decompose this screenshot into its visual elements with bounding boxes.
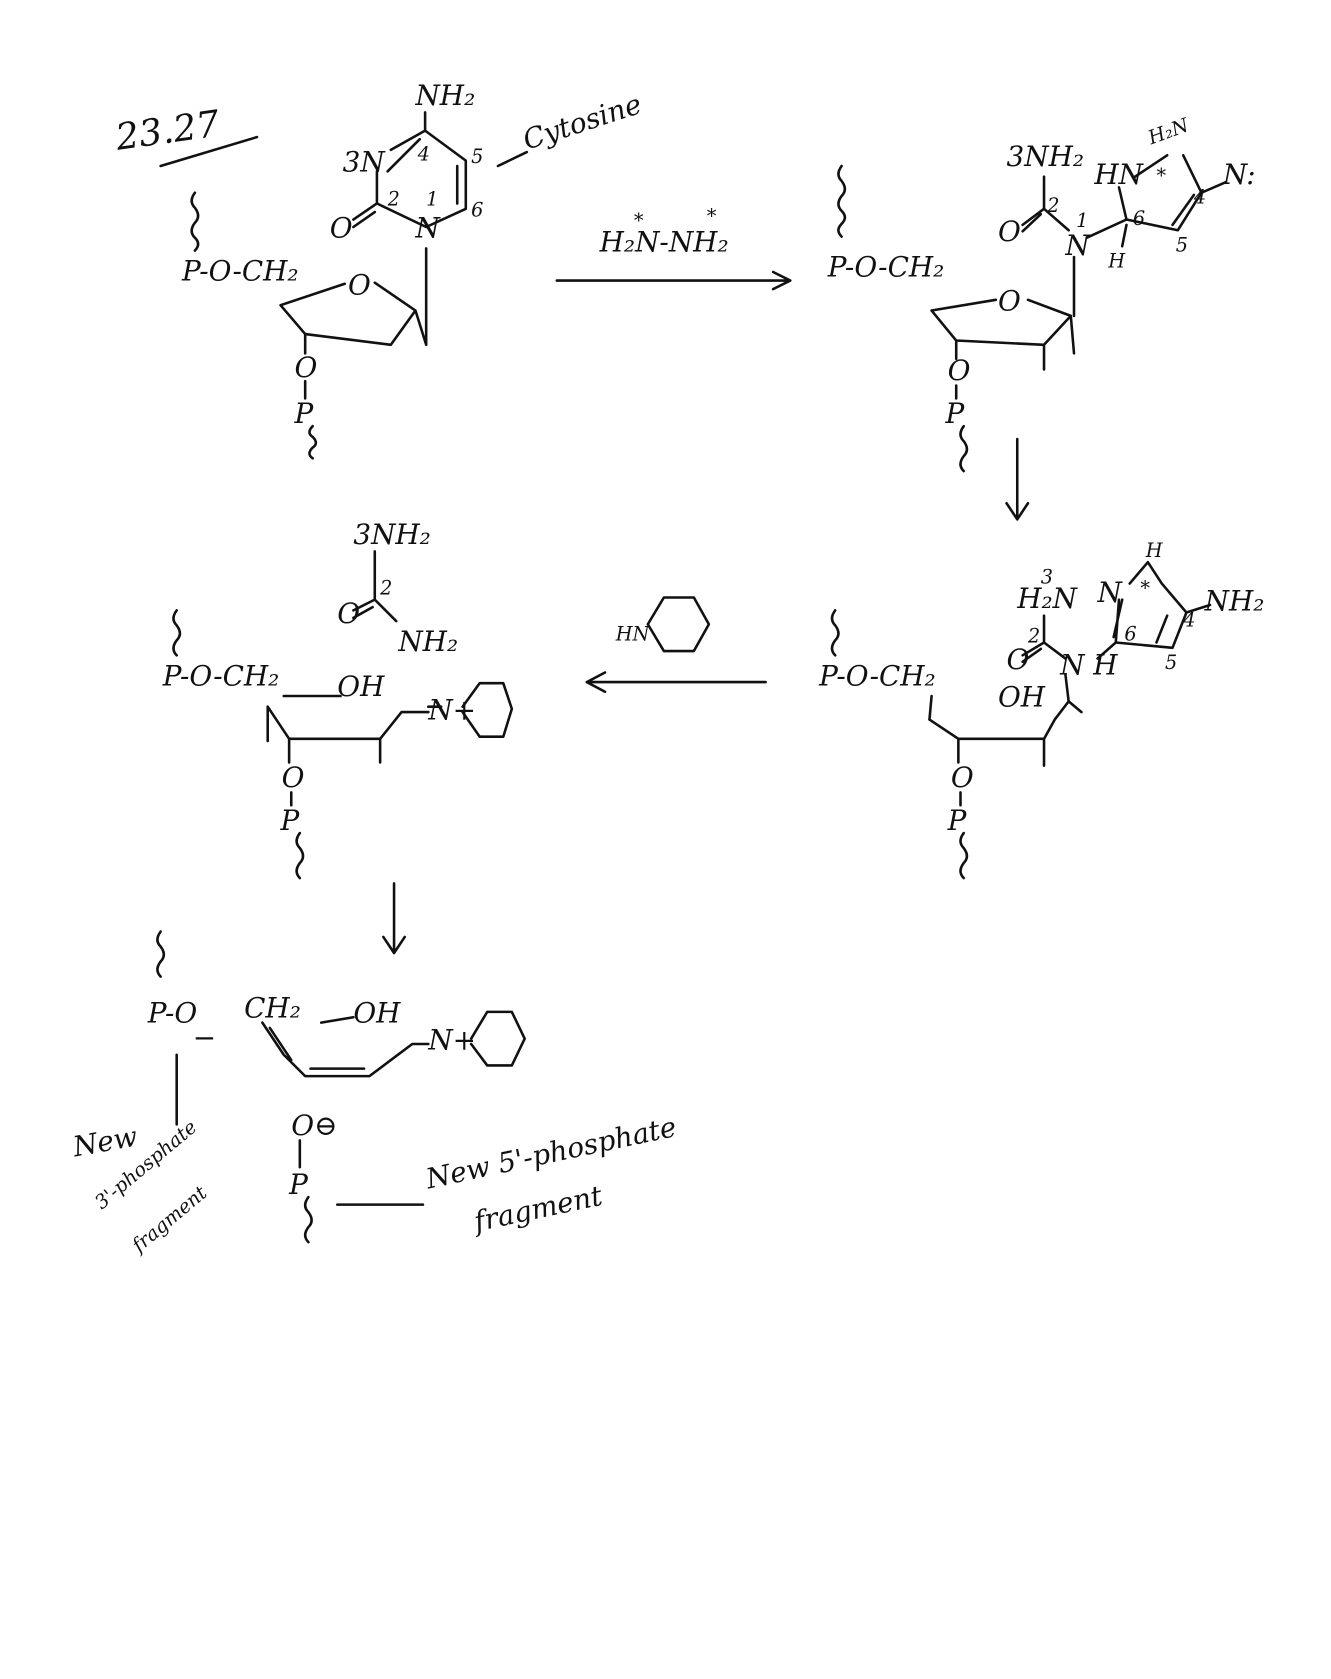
svg-text:H₂N: H₂N (1144, 113, 1193, 149)
svg-text:2: 2 (1046, 194, 1059, 217)
svg-text:NH₂: NH₂ (414, 79, 475, 112)
hydrazine-arrow: H₂N-NH₂ * * (555, 205, 792, 291)
svg-text:4: 4 (1193, 185, 1206, 208)
svg-text:N: N (414, 212, 441, 245)
svg-text:OH: OH (337, 670, 385, 703)
label-5prime: New 5'-phosphate fragment (422, 1110, 679, 1239)
svg-text:New 5'-phosphate: New 5'-phosphate (422, 1110, 679, 1196)
svg-text:P-O-CH₂: P-O-CH₂ (181, 255, 299, 288)
svg-text:3NH₂: 3NH₂ (1007, 140, 1084, 173)
cleavage-products: P-O − CH₂ OH N+ New 3'-phosphate fragmen… (69, 930, 679, 1258)
problem-underline (159, 135, 259, 168)
svg-text:4: 4 (1182, 608, 1195, 631)
svg-text:*: * (707, 205, 717, 228)
svg-text:fragment: fragment (469, 1179, 606, 1239)
svg-text:O: O (998, 285, 1021, 318)
svg-text:H: H (1107, 250, 1126, 273)
svg-text:1: 1 (1076, 209, 1088, 232)
svg-text:N+: N+ (427, 1023, 476, 1056)
svg-text:O⊖: O⊖ (291, 1109, 337, 1142)
problem-number: 23.27 (112, 102, 223, 159)
iminium-structure: 3NH₂ 2 O NH₂ P-O-CH₂ OH N+ O P (162, 518, 514, 880)
svg-text:P: P (280, 804, 301, 837)
svg-text:fragment: fragment (126, 1181, 211, 1258)
svg-text:6: 6 (471, 198, 483, 221)
svg-text:−: − (193, 1021, 216, 1054)
svg-text:5: 5 (471, 145, 483, 168)
svg-text:CH₂: CH₂ (244, 991, 301, 1024)
svg-text:5: 5 (1176, 234, 1188, 257)
svg-text:HN: HN (615, 622, 651, 645)
svg-text:OH: OH (998, 681, 1046, 714)
svg-text:P-O: P-O (147, 997, 198, 1030)
svg-text:H₂N: H₂N (1016, 582, 1078, 615)
svg-text:P: P (945, 397, 966, 430)
svg-text:O: O (348, 268, 371, 301)
label-3prime: New 3'-phosphate fragment (69, 1115, 211, 1258)
svg-text:*: * (634, 209, 644, 232)
svg-text:O: O (294, 351, 317, 384)
cytosine-label: Cytosine (519, 87, 646, 156)
svg-text:P: P (947, 804, 968, 837)
svg-text:H₂N-NH₂: H₂N-NH₂ (599, 226, 729, 259)
svg-text:1: 1 (426, 188, 438, 211)
svg-text:O: O (282, 761, 305, 794)
svg-text:3: 3 (1041, 566, 1053, 589)
svg-text:P-O-CH₂: P-O-CH₂ (162, 659, 280, 692)
svg-text:New: New (69, 1120, 140, 1164)
svg-text:O: O (948, 354, 971, 387)
svg-text:O: O (1007, 643, 1030, 676)
svg-text:H: H (1145, 539, 1164, 562)
svg-text:O: O (951, 761, 974, 794)
down-arrow-2 (382, 882, 407, 955)
svg-text:HN: HN (1093, 158, 1144, 191)
svg-text:P: P (288, 1168, 309, 1201)
svg-text:P-O-CH₂: P-O-CH₂ (818, 659, 936, 692)
svg-text:O: O (330, 212, 353, 245)
svg-text:2: 2 (1027, 624, 1040, 647)
svg-text:*: * (1140, 576, 1150, 599)
svg-text:*: * (1156, 164, 1166, 187)
svg-text:O: O (998, 215, 1021, 248)
piperidine-arrow: HN (585, 596, 767, 694)
ring-opened-structure: P-O-CH₂ OH O P H₂N 3 2 O N H H N * 6 4 5… (818, 539, 1265, 880)
svg-text:N: N (1064, 229, 1091, 262)
svg-text:3NH₂: 3NH₂ (353, 518, 430, 551)
svg-text:4: 4 (417, 143, 430, 166)
svg-text:6: 6 (1124, 622, 1136, 645)
svg-text:NH₂: NH₂ (1204, 584, 1265, 617)
svg-text:2: 2 (379, 576, 392, 599)
svg-text:N: N (1097, 576, 1124, 609)
cytidine-structure: P-O-CH₂ O O P NH₂ 3N 4 5 6 2 1 N O Cytos… (181, 79, 646, 460)
svg-text:OH: OH (353, 997, 401, 1030)
down-arrow-1 (1005, 437, 1030, 521)
hydrazine-adduct-structure: P-O-CH₂ O O P 3NH₂ 2 O N 1 HN H₂N * 6 H … (827, 113, 1256, 473)
svg-text:P: P (293, 397, 314, 430)
svg-text:N H: N H (1059, 649, 1118, 682)
svg-text:5: 5 (1165, 651, 1177, 674)
svg-text:N:: N: (1222, 158, 1256, 191)
svg-text:P-O-CH₂: P-O-CH₂ (827, 250, 945, 283)
svg-text:O: O (337, 597, 360, 630)
svg-text:NH₂: NH₂ (397, 625, 458, 658)
svg-text:2: 2 (387, 188, 400, 211)
svg-text:3N: 3N (343, 145, 387, 178)
svg-text:6: 6 (1133, 207, 1145, 230)
